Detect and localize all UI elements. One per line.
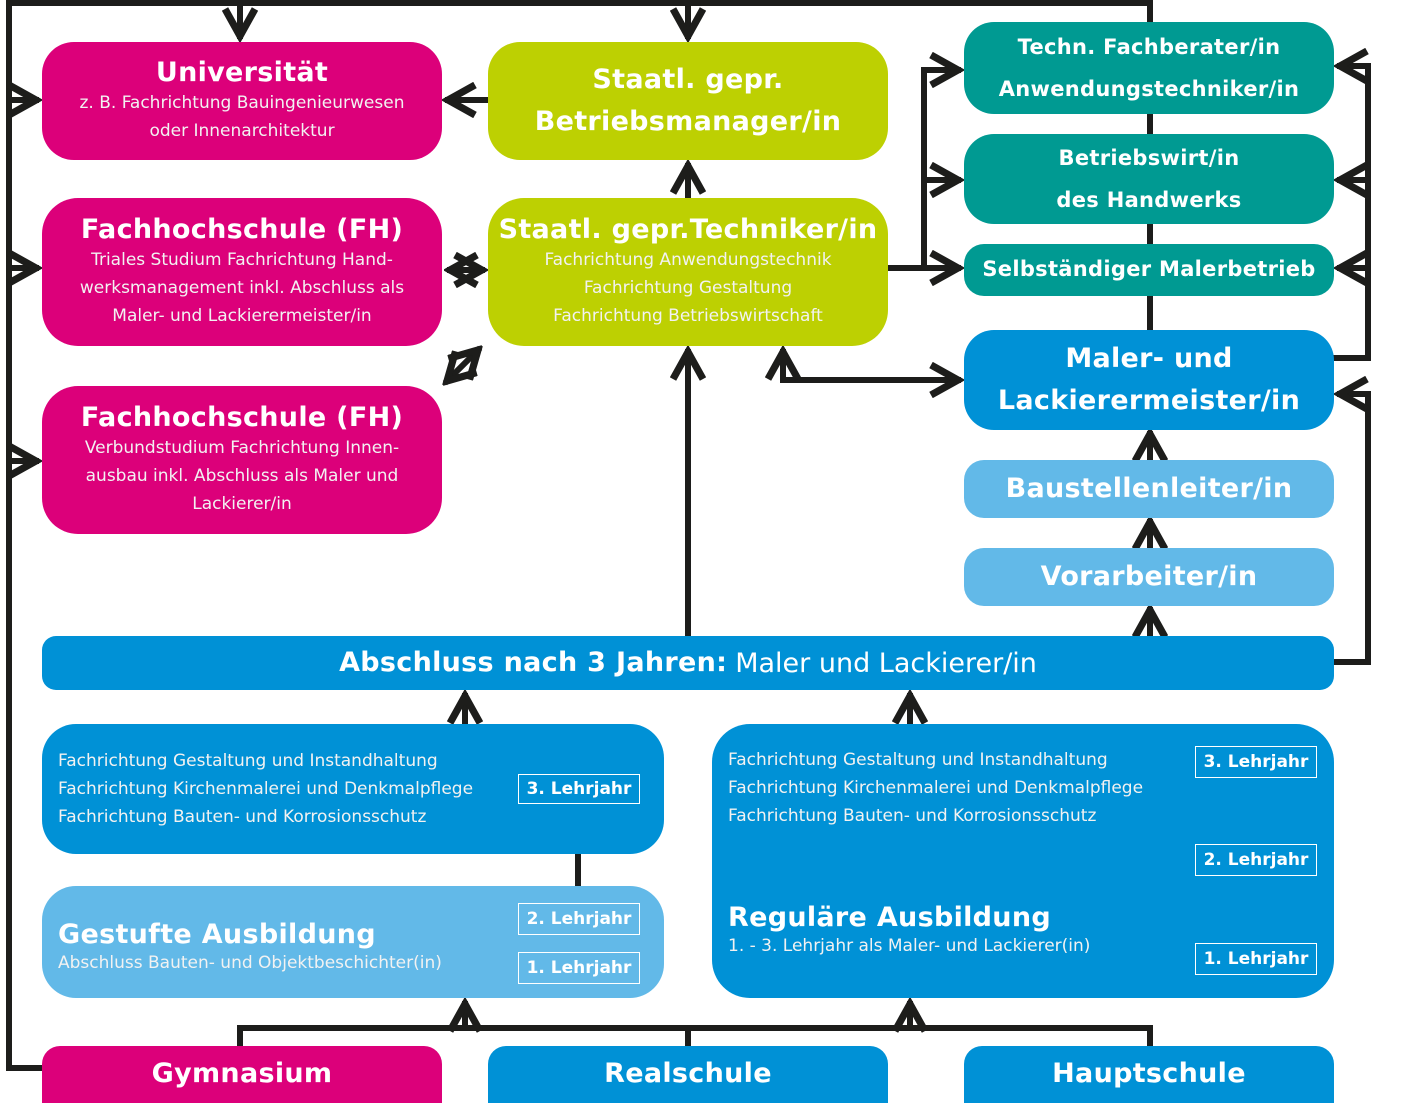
fh-triales-title: Fachhochschule (FH) (80, 213, 404, 245)
schools-bracket (237, 1025, 1153, 1049)
regulaer-line-2: Fachrichtung Kirchenmalerei und Denkmalp… (728, 778, 1144, 798)
gestufte-year-3-badge: 3. Lehrjahr (518, 774, 640, 804)
gestufte-ausbildung-box: Gestufte Ausbildung Abschluss Bauten- un… (42, 886, 664, 998)
meister-line-2: Lackierermeister/in (997, 385, 1301, 416)
top-frame-line (6, 0, 1153, 25)
abschluss-bold: Abschluss nach 3 Jahren: (339, 646, 728, 678)
gestufte-title: Gestufte Ausbildung (58, 918, 376, 950)
fh-triales-line-1: Triales Studium Fachrichtung Hand- (91, 250, 393, 271)
fh-verbund-line-1: Verbundstudium Fachrichtung Innen- (84, 438, 400, 459)
betriebsmanager-line-2: Betriebsmanager/in (534, 106, 842, 137)
gymnasium-label: Gymnasium (151, 1058, 333, 1090)
gestufte-subtitle: Abschluss Bauten- und Objektbeschichter(… (58, 953, 442, 974)
regulaer-year-1-badge: 1. Lehrjahr (1195, 943, 1317, 975)
universitaet-line-1: z. B. Fachrichtung Bauingenieurwesen (79, 93, 405, 114)
gestufte-upper-line-2: Fachrichtung Kirchenmalerei und Denkmalp… (58, 779, 474, 799)
meister-box: Maler- und Lackierermeister/in (964, 330, 1334, 430)
gymnasium-box: Gymnasium (42, 1046, 442, 1103)
arrow-meister-tech (783, 352, 958, 380)
betriebsmanager-line-1: Staatl. gepr. (592, 64, 784, 95)
regulaer-line-1: Fachrichtung Gestaltung und Instandhaltu… (728, 750, 1108, 770)
fachberater-line-1: Techn. Fachberater/in (1017, 35, 1281, 59)
arrow-fh2-tech-diagonal (447, 350, 478, 381)
hauptschule-box: Hauptschule (964, 1046, 1334, 1103)
techniker-box: Staatl. gepr.Techniker/in Fachrichtung A… (488, 198, 888, 346)
techniker-line-3: Fachrichtung Betriebswirtschaft (553, 306, 823, 327)
fh-verbund-title: Fachhochschule (FH) (80, 401, 404, 433)
fachberater-box: Techn. Fachberater/in Anwendungstechnike… (964, 22, 1334, 114)
baustellenleiter-label: Baustellenleiter/in (1005, 472, 1293, 504)
abschluss-normal: Maler und Lackierer/in (735, 647, 1037, 679)
tech-to-teal-line (885, 67, 927, 271)
fachberater-line-2: Anwendungstechniker/in (998, 77, 1300, 101)
regulaer-subtitle: 1. - 3. Lehrjahr als Maler- und Lackiere… (728, 936, 1091, 957)
regulaere-ausbildung-box: Fachrichtung Gestaltung und Instandhaltu… (712, 724, 1334, 998)
betriebsmanager-box: Staatl. gepr. Betriebsmanager/in (488, 42, 888, 160)
fh-triales-line-2: werksmanagement inkl. Abschluss als (79, 278, 405, 299)
abschluss-bar: Abschluss nach 3 Jahren: Maler und Lacki… (42, 636, 1334, 690)
baustellenleiter-box: Baustellenleiter/in (964, 460, 1334, 518)
regulaer-year-3-badge: 3. Lehrjahr (1195, 746, 1317, 778)
realschule-label: Realschule (604, 1058, 772, 1090)
fh-verbundstudium-box: Fachhochschule (FH) Verbundstudium Fachr… (42, 386, 442, 534)
universitaet-title: Universität (155, 56, 329, 88)
abschluss-to-meister-line (1331, 394, 1371, 665)
gestufte-upper-line-3: Fachrichtung Bauten- und Korrosionsschut… (58, 807, 427, 827)
betriebswirt-line-2: des Handwerks (1056, 188, 1242, 212)
gestufte-year-1-badge: 1. Lehrjahr (518, 952, 640, 984)
techniker-line-2: Fachrichtung Gestaltung (583, 278, 793, 299)
vorarbeiter-label: Vorarbeiter/in (1040, 560, 1258, 592)
betriebswirt-line-1: Betriebswirt/in (1058, 146, 1240, 170)
meister-line-1: Maler- und (1065, 343, 1233, 374)
regulaer-line-3: Fachrichtung Bauten- und Korrosionsschut… (728, 806, 1097, 826)
malerbetrieb-label: Selbständiger Malerbetrieb (982, 257, 1316, 282)
malerbetrieb-box: Selbständiger Malerbetrieb (964, 244, 1334, 296)
gestufte-upper-box: Fachrichtung Gestaltung und Instandhaltu… (42, 724, 664, 854)
universitaet-line-2: oder Innenarchitektur (149, 121, 335, 142)
hauptschule-label: Hauptschule (1052, 1058, 1246, 1090)
gestufte-year-2-badge: 2. Lehrjahr (518, 903, 640, 935)
regulaer-year-2-badge: 2. Lehrjahr (1195, 844, 1317, 876)
fh-verbund-line-2: ausbau inkl. Abschluss als Maler und (85, 466, 399, 487)
gestufte-upper-line-1: Fachrichtung Gestaltung und Instandhaltu… (58, 751, 438, 771)
left-frame-line (6, 0, 45, 1071)
techniker-title: Staatl. gepr.Techniker/in (498, 213, 878, 245)
vorarbeiter-box: Vorarbeiter/in (964, 548, 1334, 606)
fh-triales-line-3: Maler- und Lackierermeister/in (112, 306, 372, 327)
meister-to-teal-line (1331, 63, 1371, 361)
techniker-line-1: Fachrichtung Anwendungstechnik (544, 250, 832, 271)
betriebswirt-box: Betriebswirt/in des Handwerks (964, 134, 1334, 224)
universitaet-box: Universität z. B. Fachrichtung Bauingeni… (42, 42, 442, 160)
fh-triales-studium-box: Fachhochschule (FH) Triales Studium Fach… (42, 198, 442, 346)
fh-verbund-line-3: Lackierer/in (192, 494, 292, 515)
regulaer-title: Reguläre Ausbildung (728, 902, 1051, 933)
realschule-box: Realschule (488, 1046, 888, 1103)
